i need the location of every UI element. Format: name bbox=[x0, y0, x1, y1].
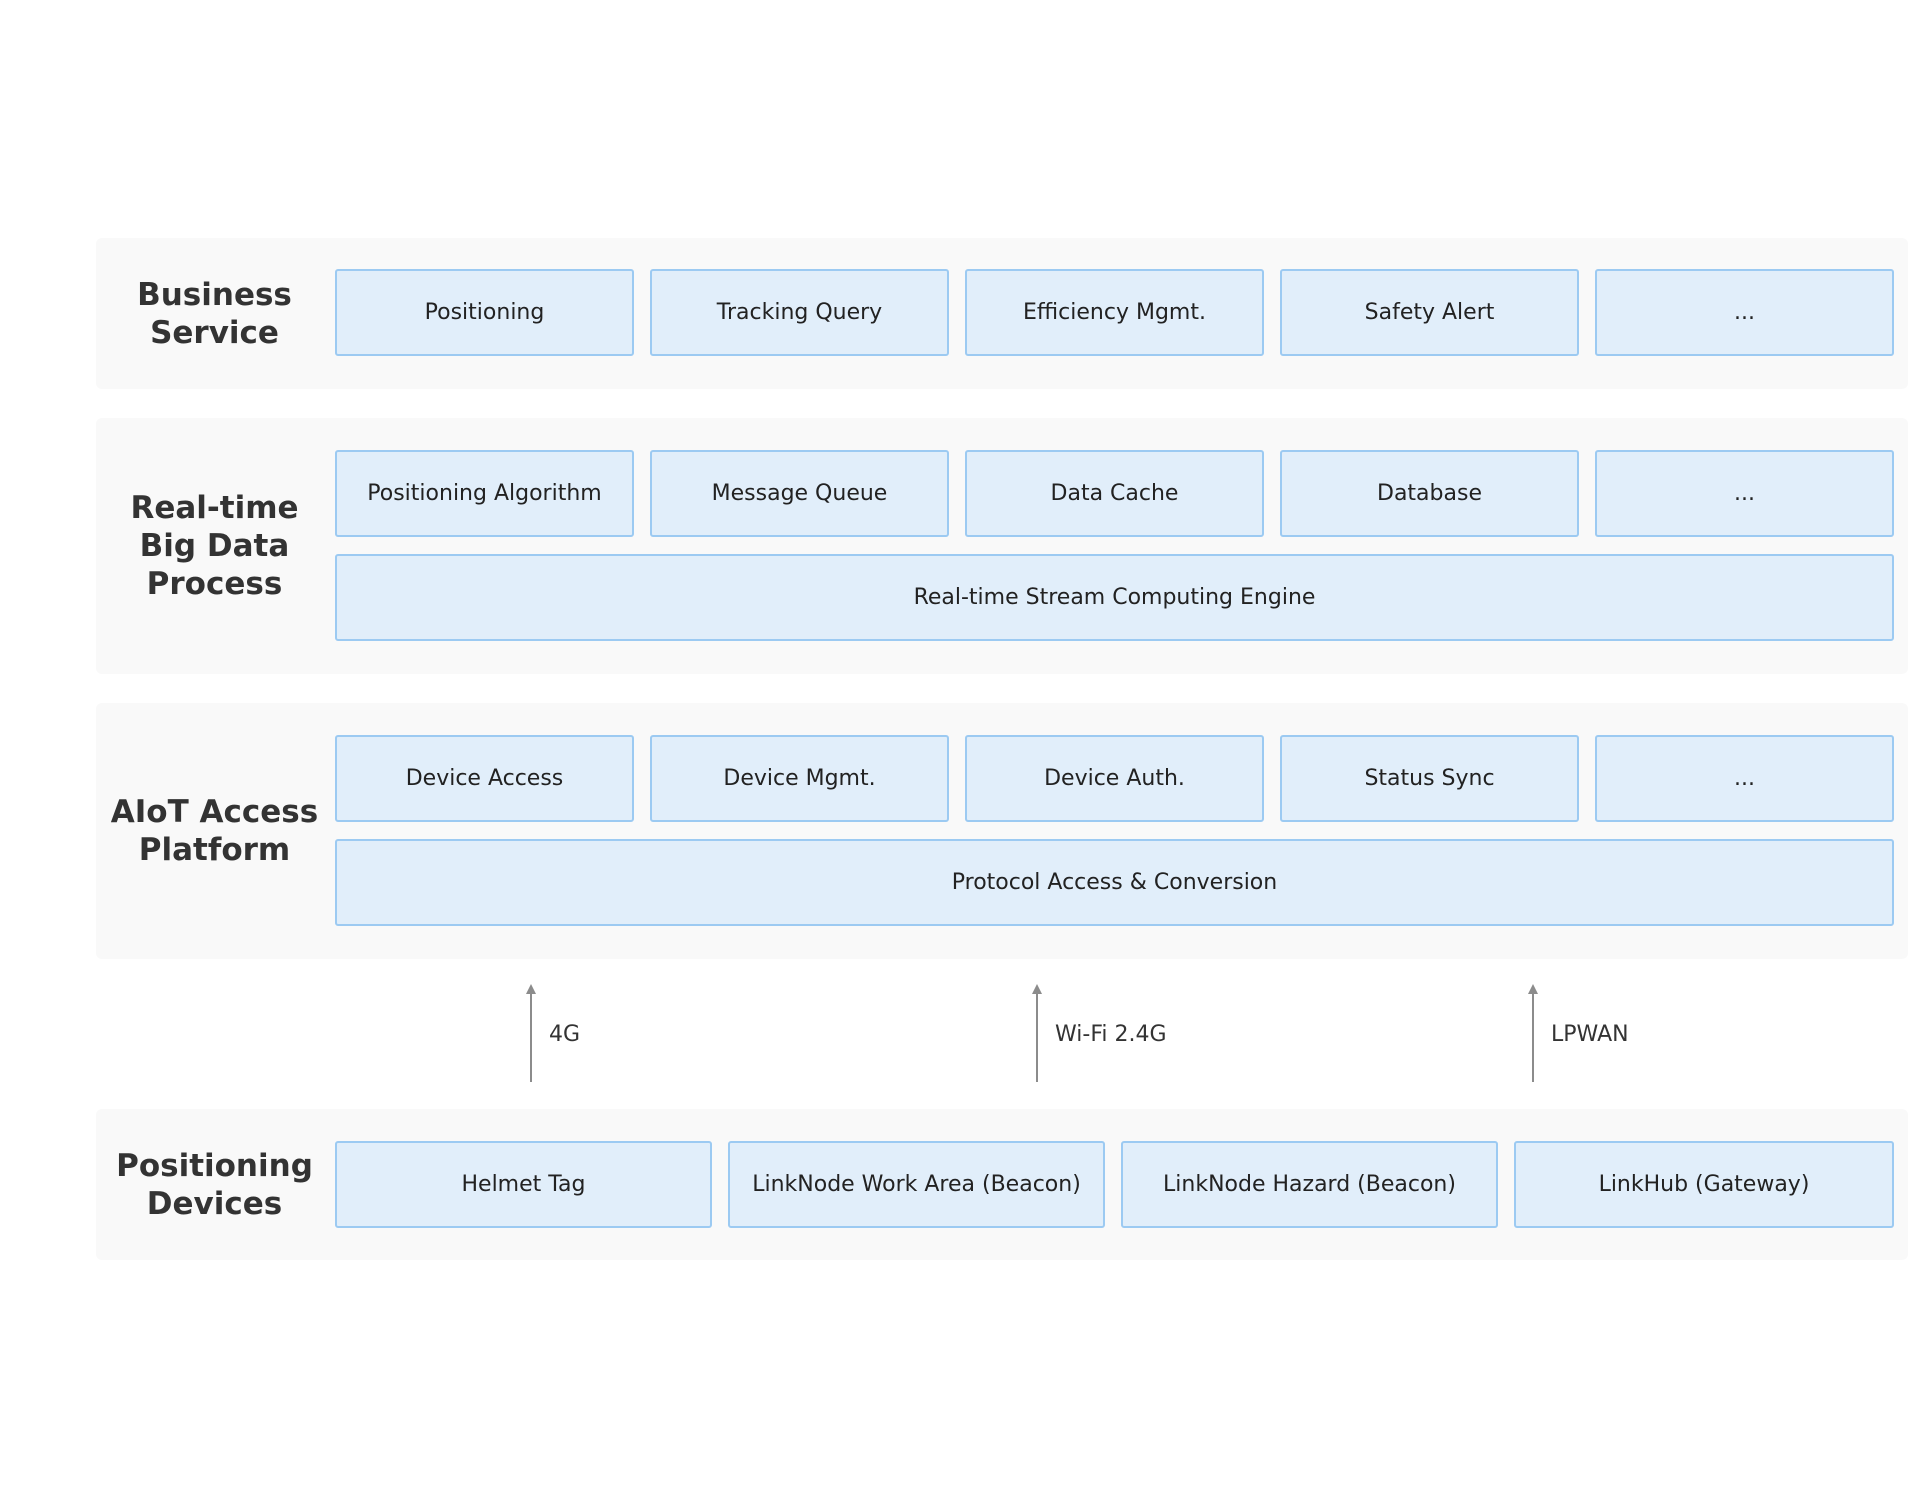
safety-alert-box: Safety Alert bbox=[1280, 269, 1579, 356]
linkhub-gateway-box: LinkHub (Gateway) bbox=[1514, 1141, 1894, 1228]
protocol-conversion-box: Protocol Access & Conversion bbox=[335, 839, 1894, 926]
status-sync-box: Status Sync bbox=[1280, 735, 1579, 822]
link-label-4g: 4G bbox=[549, 1022, 581, 1047]
data-cache-box: Data Cache bbox=[965, 450, 1264, 537]
link-arrow-lpwan bbox=[1528, 984, 1538, 1082]
stream-computing-engine-box: Real-time Stream Computing Engine bbox=[335, 554, 1894, 641]
business-more-box: ... bbox=[1595, 269, 1894, 356]
link-label-wifi: Wi-Fi 2.4G bbox=[1055, 1022, 1167, 1047]
linknode-hazard-box: LinkNode Hazard (Beacon) bbox=[1121, 1141, 1498, 1228]
bigdata-more-box: ... bbox=[1595, 450, 1894, 537]
business-service-layer: Business Service Positioning Tracking Qu… bbox=[96, 238, 1908, 389]
positioning-box: Positioning bbox=[335, 269, 634, 356]
positioning-devices-title: Positioning Devices bbox=[116, 1147, 313, 1222]
business-service-title: Business Service bbox=[137, 276, 292, 351]
aiot-access-platform-title: AIoT Access Platform bbox=[110, 794, 319, 868]
link-arrow-4g bbox=[526, 984, 536, 1082]
device-access-box: Device Access bbox=[335, 735, 634, 822]
big-data-process-title: Real-time Big Data Process bbox=[130, 490, 299, 602]
helmet-tag-box: Helmet Tag bbox=[335, 1141, 712, 1228]
positioning-devices-layer: Positioning Devices Helmet Tag LinkNode … bbox=[96, 1109, 1908, 1260]
link-label-lpwan: LPWAN bbox=[1551, 1022, 1629, 1047]
positioning-algorithm-box: Positioning Algorithm bbox=[335, 450, 634, 537]
device-auth-box: Device Auth. bbox=[965, 735, 1264, 822]
aiot-access-platform-layer: AIoT Access Platform Device Access Devic… bbox=[96, 703, 1908, 959]
tracking-query-box: Tracking Query bbox=[650, 269, 949, 356]
aiot-more-box: ... bbox=[1595, 735, 1894, 822]
linknode-work-area-box: LinkNode Work Area (Beacon) bbox=[728, 1141, 1105, 1228]
message-queue-box: Message Queue bbox=[650, 450, 949, 537]
database-box: Database bbox=[1280, 450, 1579, 537]
efficiency-mgmt-box: Efficiency Mgmt. bbox=[965, 269, 1264, 356]
device-mgmt-box: Device Mgmt. bbox=[650, 735, 949, 822]
link-arrow-wifi bbox=[1032, 984, 1042, 1082]
big-data-process-layer: Real-time Big Data Process Positioning A… bbox=[96, 418, 1908, 674]
